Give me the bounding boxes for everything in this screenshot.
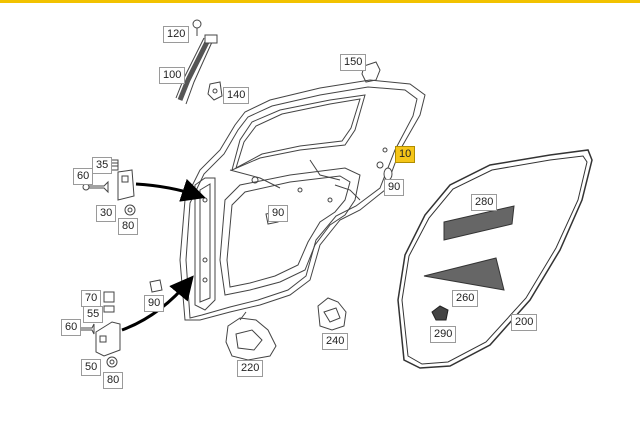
callout-30[interactable]: 30 — [96, 205, 117, 222]
trim-cap-140-part — [207, 81, 223, 101]
top-accent-bar — [0, 0, 640, 3]
callout-55[interactable]: 55 — [83, 306, 104, 323]
callout-55-label: 55 — [87, 308, 100, 320]
callout-90-center-label: 90 — [272, 207, 285, 219]
callout-10[interactable]: 10 — [395, 146, 416, 163]
callout-70-label: 70 — [85, 292, 98, 304]
window-trim-strip — [175, 34, 218, 105]
sound-pad-260 — [423, 257, 505, 291]
callout-240-label: 240 — [326, 335, 345, 347]
callout-260[interactable]: 260 — [452, 290, 479, 307]
callout-120[interactable]: 120 — [163, 26, 190, 43]
callout-150-label: 150 — [344, 56, 363, 68]
upper-hinge-assembly — [82, 159, 136, 216]
door-shell — [176, 79, 426, 321]
bracket-220-part — [225, 311, 277, 361]
callout-30-label: 30 — [100, 207, 113, 219]
callout-90-center[interactable]: 90 — [268, 205, 289, 222]
callout-10-label: 10 — [399, 148, 412, 160]
callout-150[interactable]: 150 — [340, 54, 367, 71]
callout-80-lower-label: 80 — [107, 374, 120, 386]
callout-50[interactable]: 50 — [81, 359, 102, 376]
callout-200[interactable]: 200 — [511, 314, 538, 331]
callout-60-lower-label: 60 — [65, 321, 78, 333]
callout-280-label: 280 — [475, 196, 494, 208]
callout-140-label: 140 — [227, 89, 246, 101]
bracket-240-part — [317, 297, 347, 331]
clip-290-part — [431, 305, 449, 321]
callout-290[interactable]: 290 — [430, 326, 457, 343]
door-seal-200 — [397, 149, 593, 369]
callout-240[interactable]: 240 — [322, 333, 349, 350]
callout-100-label: 100 — [163, 69, 182, 81]
callout-70[interactable]: 70 — [81, 290, 102, 307]
callout-90-right-label: 90 — [388, 181, 401, 193]
callout-50-label: 50 — [85, 361, 98, 373]
callout-35-label: 35 — [96, 159, 109, 171]
callout-290-label: 290 — [434, 328, 453, 340]
callout-60-upper-label: 60 — [77, 170, 90, 182]
callout-200-label: 200 — [515, 316, 534, 328]
callout-280[interactable]: 280 — [471, 194, 498, 211]
callout-140[interactable]: 140 — [223, 87, 250, 104]
bracket-150-part — [361, 61, 381, 83]
callout-90-lower-label: 90 — [148, 297, 161, 309]
callout-220-label: 220 — [241, 362, 260, 374]
callout-100[interactable]: 100 — [159, 67, 186, 84]
callout-260-label: 260 — [456, 292, 475, 304]
callout-80-upper-label: 80 — [122, 220, 135, 232]
callout-80-upper[interactable]: 80 — [118, 218, 139, 235]
callout-90-lower[interactable]: 90 — [144, 295, 165, 312]
clip-120-part — [192, 19, 202, 36]
sound-pad-280 — [443, 205, 515, 241]
arrow-upper-hinge — [135, 178, 206, 202]
callout-35[interactable]: 35 — [92, 157, 113, 174]
grommet-90-lower-part — [149, 279, 163, 293]
callout-90-right[interactable]: 90 — [384, 179, 405, 196]
callout-80-lower[interactable]: 80 — [103, 372, 124, 389]
callout-220[interactable]: 220 — [237, 360, 264, 377]
callout-120-label: 120 — [167, 28, 186, 40]
callout-60-lower[interactable]: 60 — [61, 319, 82, 336]
callout-60-upper[interactable]: 60 — [73, 168, 94, 185]
